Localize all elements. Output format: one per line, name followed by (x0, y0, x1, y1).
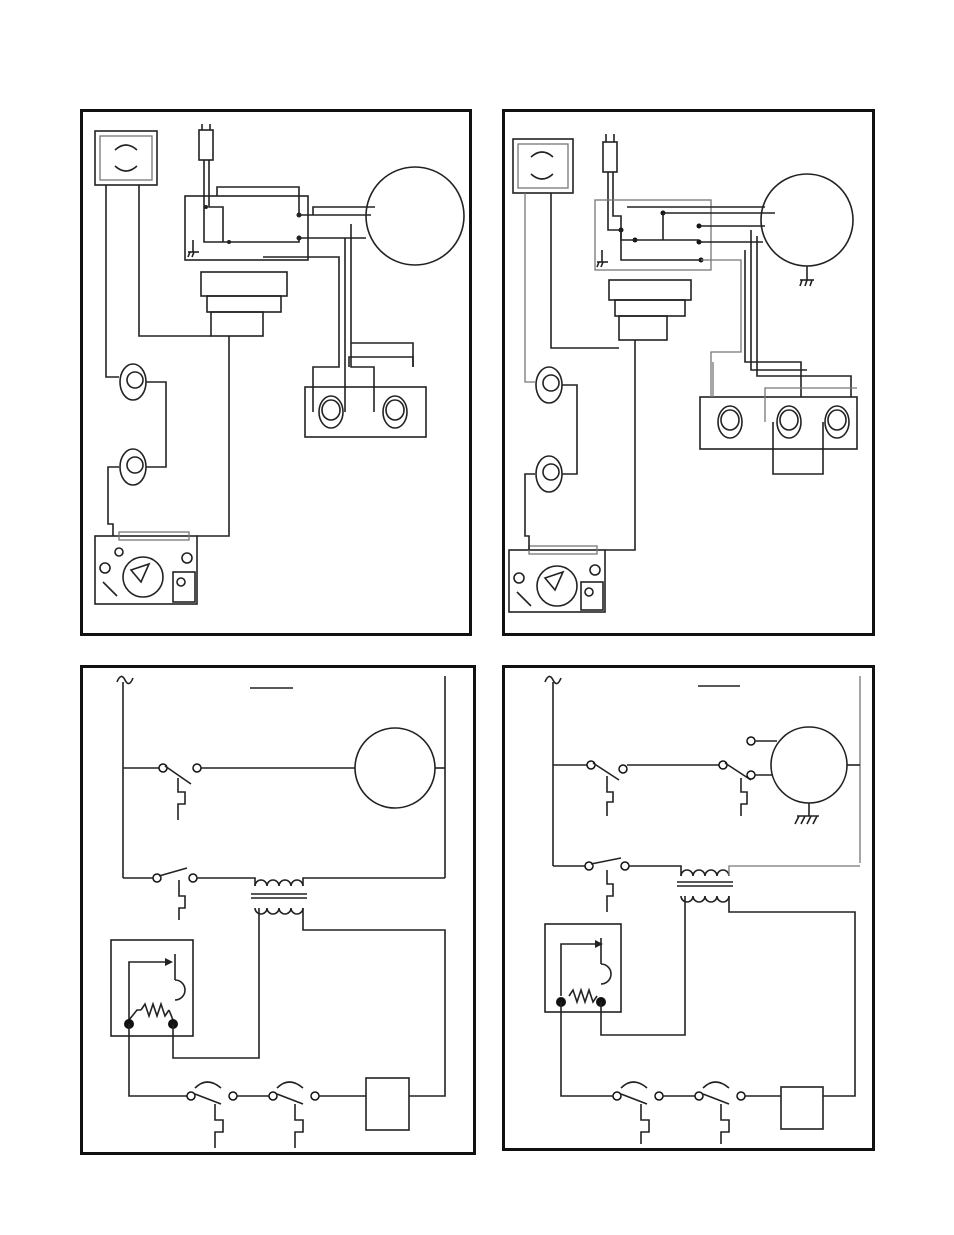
wiring-diagram-panel-top-right (502, 109, 875, 636)
transformer-primary-coil (255, 880, 303, 886)
ladder-schematic-bottom-left (83, 668, 473, 1152)
transformer-block (201, 272, 287, 336)
transformer-rung (123, 868, 445, 920)
control-switch-box-icon (95, 131, 157, 185)
motor-switch-rung (553, 727, 860, 824)
wiring-diagram-panel-top-left (80, 109, 472, 636)
gas-valve-coil-box (366, 1078, 409, 1130)
gas-valve-icon (509, 546, 605, 612)
thermostat-box (545, 924, 621, 1012)
transformer-block (609, 280, 691, 340)
limit-switch-lower-icon (536, 456, 562, 492)
motor-switch-rung (123, 728, 445, 820)
grounded-motor-symbol (771, 727, 847, 803)
transformer-rung (553, 858, 860, 912)
limit-switch-lower-icon (120, 449, 146, 485)
transformer-primary-coil (681, 870, 729, 876)
wiring-lines (525, 193, 857, 550)
grounded-motor-circle (761, 174, 853, 286)
motor-circle (366, 167, 464, 265)
power-plug-icon (199, 124, 213, 194)
ladder-schematic-bottom-right (505, 668, 872, 1148)
wiring-diagram-top-left (83, 112, 469, 633)
receptacle-strip (305, 387, 426, 437)
limit-switch-upper-icon (536, 367, 562, 403)
transformer-secondary-coil (681, 896, 729, 902)
receptacle-strip (700, 397, 857, 449)
control-switch-box-icon (513, 139, 573, 193)
motor-symbol (355, 728, 435, 808)
ladder-schematic-panel-bottom-left (80, 665, 476, 1155)
ladder-schematic-panel-bottom-right (502, 665, 875, 1151)
control-wiring (129, 908, 445, 1148)
ac-source-symbol (117, 676, 133, 683)
wiring-diagram-top-right (505, 112, 872, 633)
wiring-lines (106, 185, 413, 536)
thermostat-box (111, 940, 193, 1036)
gas-valve-icon (95, 532, 197, 604)
gas-valve-coil-box (781, 1087, 823, 1129)
transformer-secondary-coil (255, 908, 303, 914)
limit-switch-upper-icon (120, 364, 146, 400)
power-plug-icon (603, 134, 617, 204)
control-wiring (561, 896, 855, 1144)
